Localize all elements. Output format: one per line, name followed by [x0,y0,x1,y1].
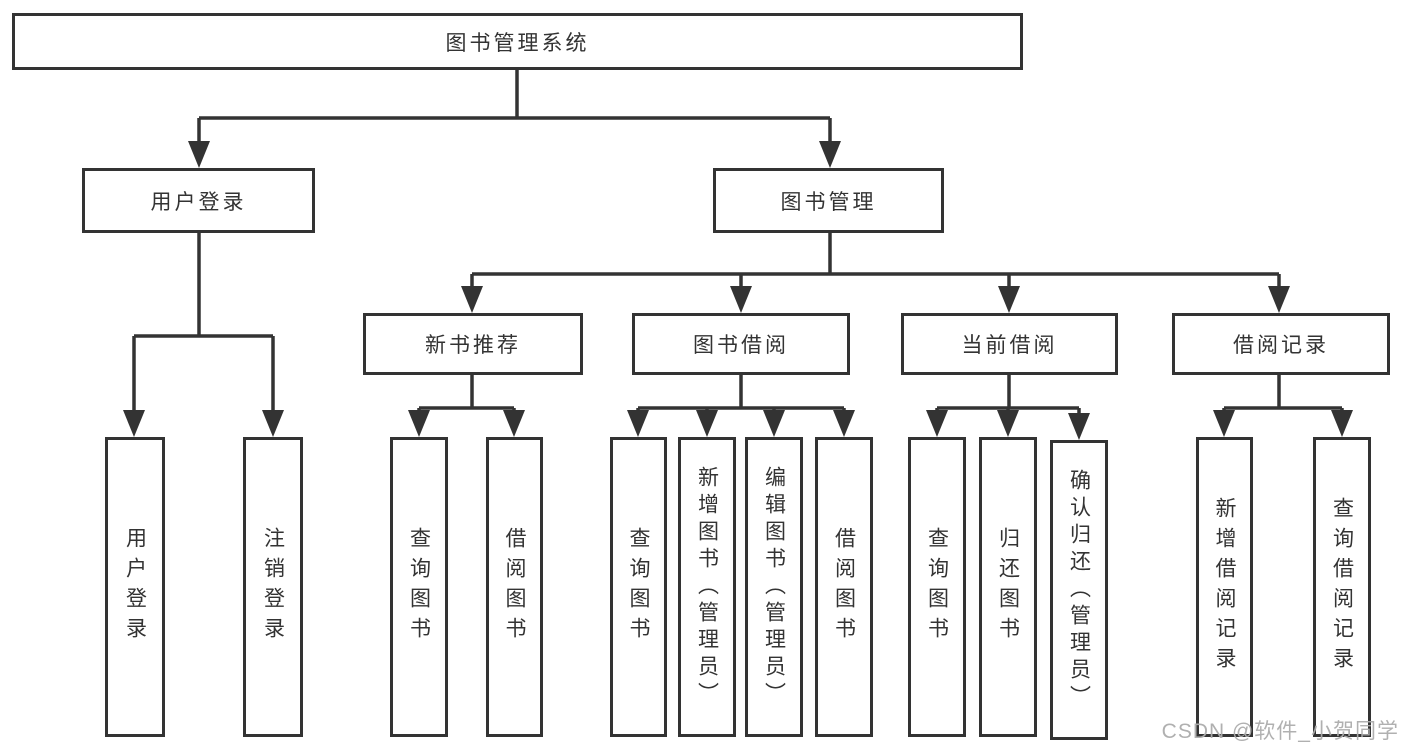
leaf-label: 新增图书（管理员） [695,465,719,709]
leaf-edit-books-admin: 编辑图书（管理员） [745,437,803,737]
leaf-label: 归还图书 [996,527,1020,647]
leaf-recommend-query-books: 查询图书 [390,437,448,737]
node-user-login: 用户登录 [82,168,315,233]
csdn-watermark: CSDN @软件_小贺同学 [1161,720,1399,743]
leaf-label: 查询借阅记录 [1330,497,1354,677]
leaf-borrow-query-books: 查询图书 [610,437,667,737]
leaf-label: 确认归还（管理员） [1067,468,1091,712]
leaf-label: 新增借阅记录 [1213,497,1236,677]
leaf-borrow-books: 借阅图书 [815,437,873,737]
leaf-user-login: 用户登录 [105,437,165,737]
leaf-label: 查询图书 [407,527,431,647]
node-book-management: 图书管理 [713,168,944,233]
leaf-label: 注销登录 [261,527,285,647]
leaf-label: 查询图书 [627,527,650,647]
leaf-label: 用户登录 [123,527,147,647]
leaf-query-borrow-record: 查询借阅记录 [1313,437,1371,737]
node-new-book-recommend: 新书推荐 [363,313,583,375]
leaf-current-query-books: 查询图书 [908,437,966,737]
leaf-label: 查询图书 [925,527,949,647]
leaf-add-borrow-record: 新增借阅记录 [1196,437,1253,737]
node-borrow-records: 借阅记录 [1172,313,1390,375]
leaf-label: 借阅图书 [503,527,526,647]
leaf-confirm-return-admin: 确认归还（管理员） [1050,440,1108,740]
node-book-borrow: 图书借阅 [632,313,850,375]
node-current-borrow: 当前借阅 [901,313,1118,375]
leaf-recommend-borrow-books: 借阅图书 [486,437,543,737]
leaf-logout: 注销登录 [243,437,303,737]
leaf-label: 借阅图书 [832,527,856,647]
leaf-label: 编辑图书（管理员） [762,465,786,709]
node-root-library-management-system: 图书管理系统 [12,13,1023,70]
leaf-add-books-admin: 新增图书（管理员） [678,437,736,737]
leaf-return-books: 归还图书 [979,437,1037,737]
